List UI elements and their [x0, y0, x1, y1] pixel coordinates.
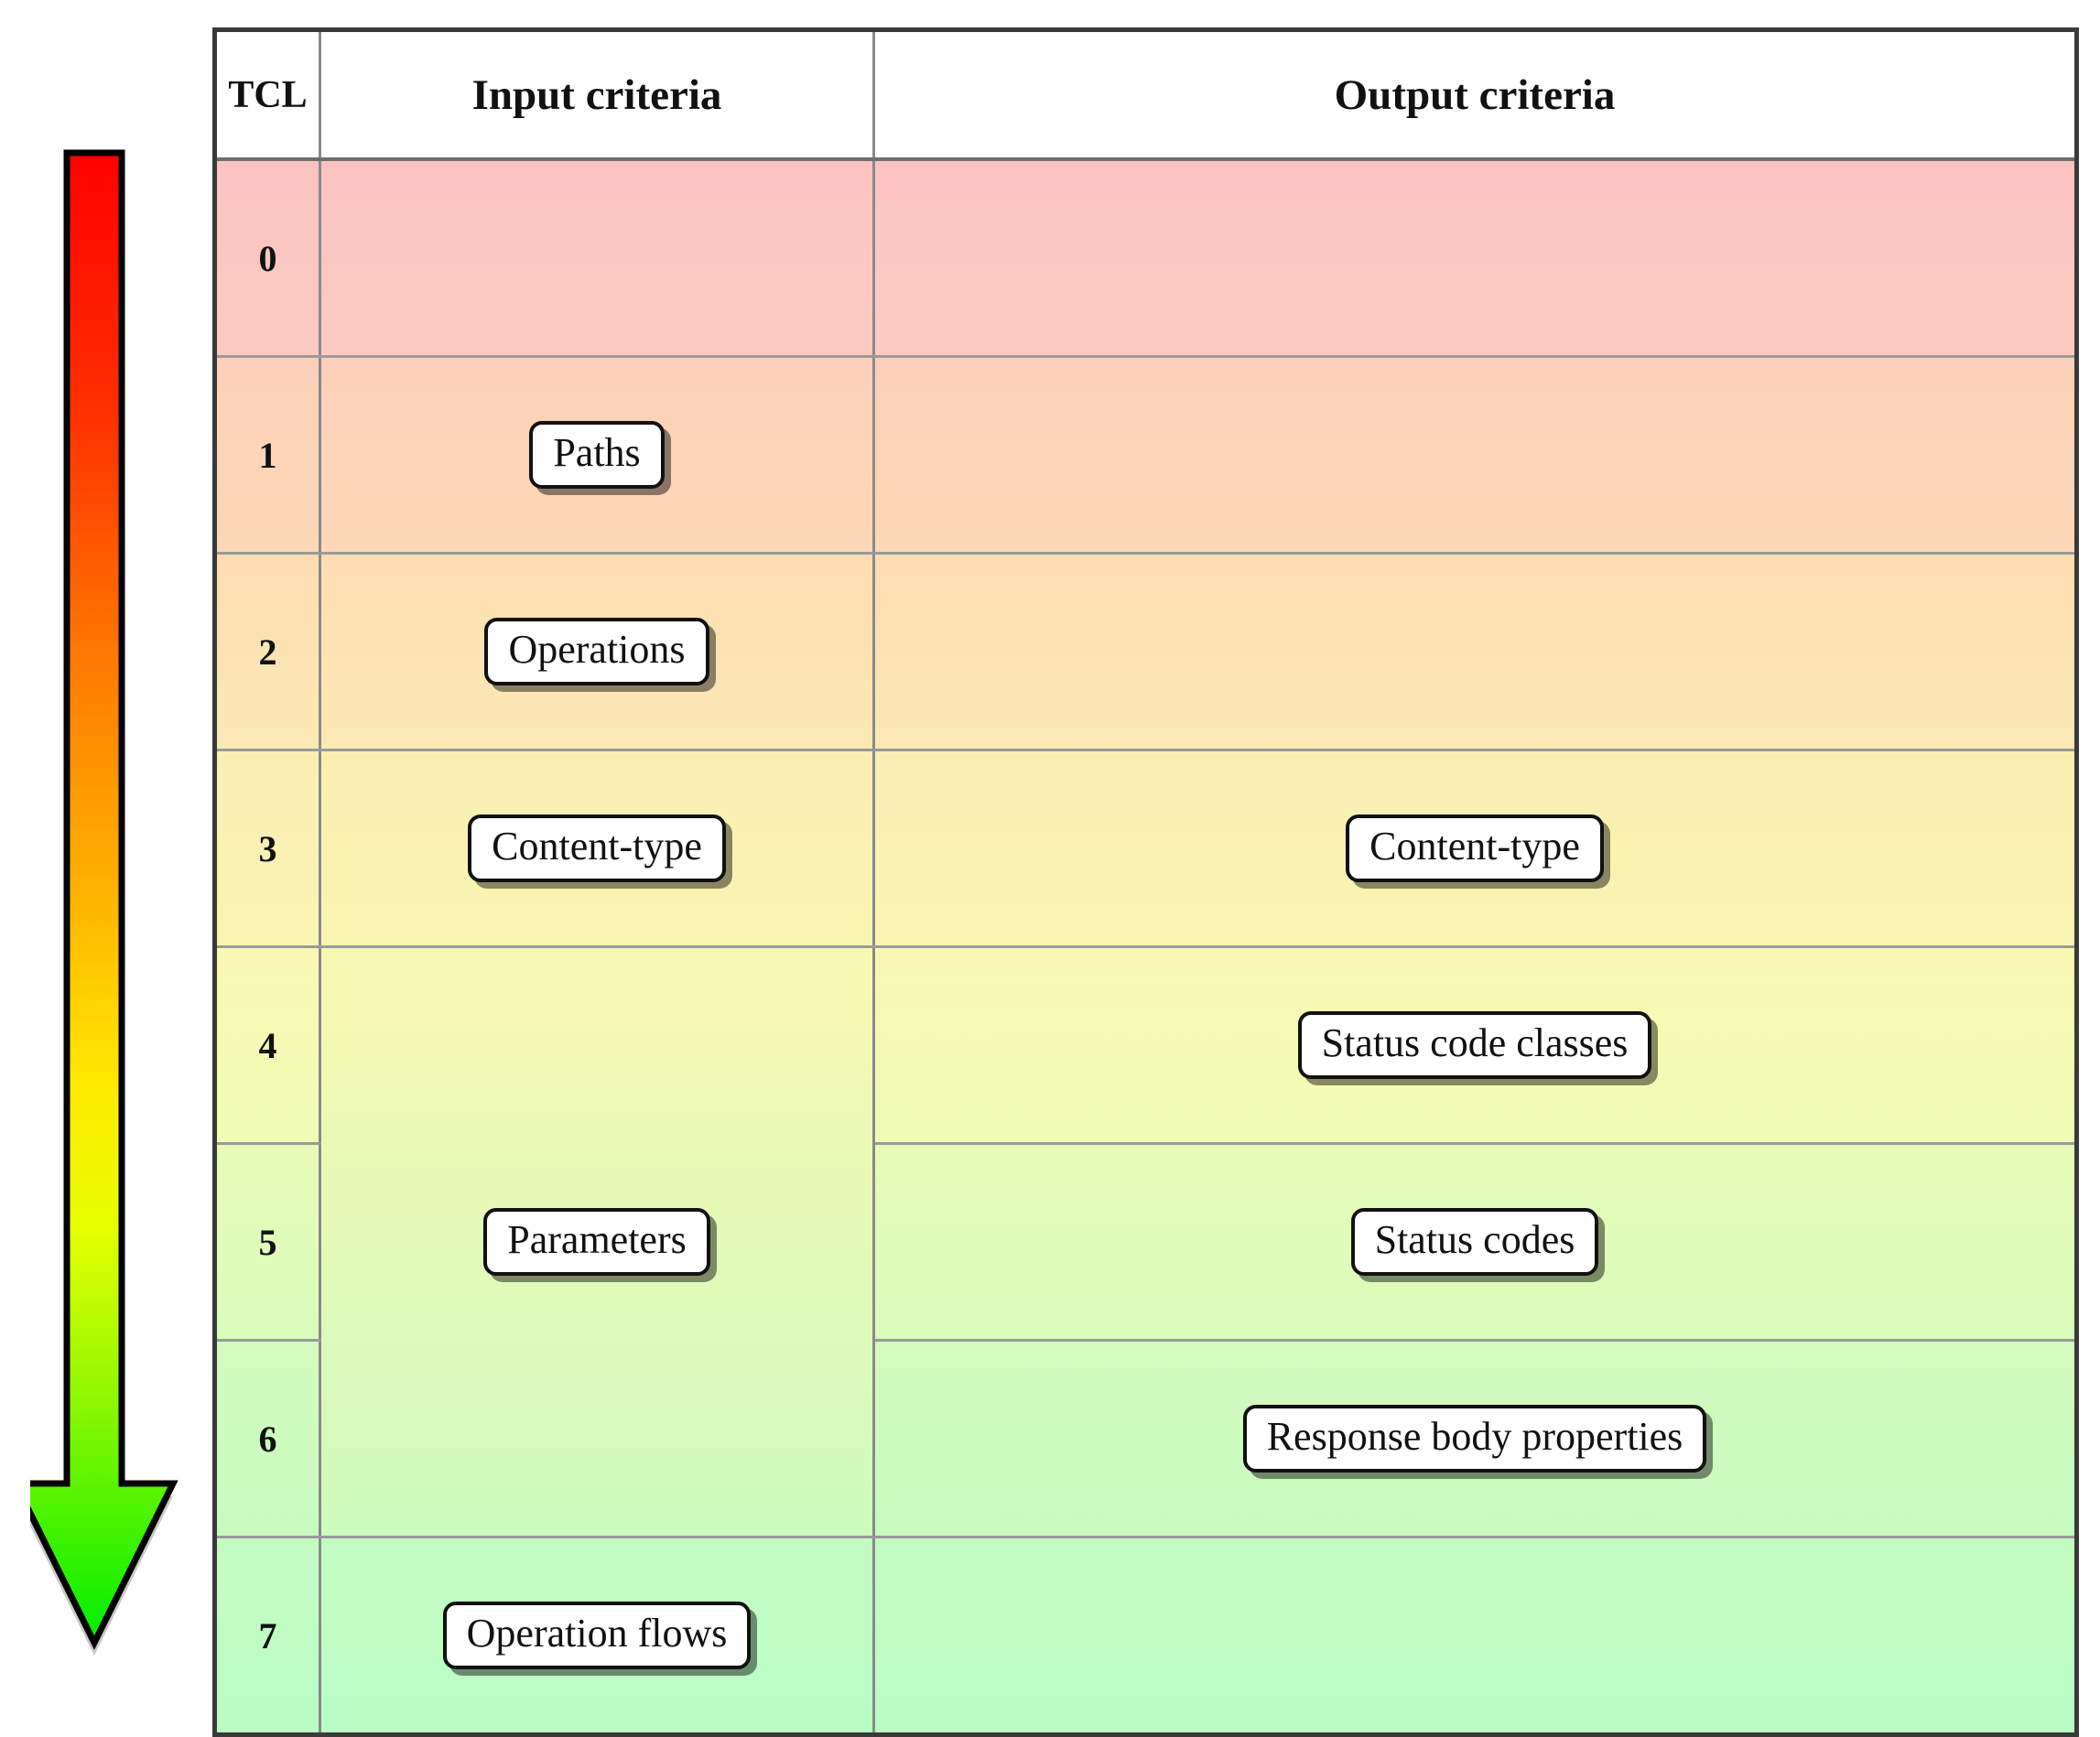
criteria-chip-response-body-properties: Response body properties	[1242, 1405, 1707, 1473]
table-header-row: TCL Input criteria Output criteria	[214, 29, 2077, 161]
tcl-criteria-table: TCL Input criteria Output criteria 0 1 P…	[212, 27, 2079, 1737]
severity-gradient-arrow	[30, 149, 186, 1678]
tcl-level: 7	[214, 1537, 321, 1735]
table-row: 0	[214, 159, 2077, 358]
criteria-chip-parameters: Parameters	[483, 1208, 710, 1276]
input-criteria-cell	[319, 159, 875, 358]
output-criteria-cell	[873, 159, 2077, 358]
tcl-level: 0	[214, 159, 321, 358]
table-row: 2 Operations	[214, 553, 2077, 751]
tcl-level: 5	[214, 1143, 321, 1342]
output-criteria-cell	[874, 1537, 2077, 1735]
criteria-chip-input-content-type: Content-type	[468, 815, 726, 882]
table-row: 4 Parameters Status code classes	[214, 946, 2077, 1538]
tcl-level: 3	[214, 750, 321, 948]
table-row: 3 Content-type Content-type	[214, 750, 2077, 948]
input-criteria-cell: Operations	[319, 553, 875, 751]
table-row: 7 Operation flows	[214, 1537, 2077, 1735]
header-input: Input criteria	[319, 29, 875, 161]
arrow-icon	[30, 149, 179, 1656]
tcl-level: 2	[214, 553, 321, 751]
output-criteria-cell: Status codes	[873, 1143, 2077, 1342]
output-criteria-cell	[873, 356, 2077, 555]
output-criteria-cell	[873, 553, 2077, 751]
criteria-chip-paths: Paths	[529, 421, 665, 489]
header-output: Output criteria	[873, 29, 2077, 161]
criteria-chip-output-content-type: Content-type	[1346, 815, 1604, 882]
header-tcl: TCL	[214, 29, 321, 161]
output-criteria-cell: Response body properties	[873, 1340, 2077, 1538]
input-criteria-cell: Paths	[319, 356, 875, 555]
criteria-chip-status-codes: Status codes	[1350, 1208, 1599, 1276]
tcl-level: 1	[214, 356, 321, 555]
input-criteria-cell-merged: Parameters	[319, 946, 875, 1538]
criteria-chip-operation-flows: Operation flows	[442, 1602, 752, 1669]
output-criteria-cell: Content-type	[873, 750, 2077, 948]
input-criteria-cell: Content-type	[319, 750, 875, 948]
table-row: 1 Paths	[214, 356, 2077, 555]
criteria-chip-status-code-classes: Status code classes	[1297, 1011, 1652, 1079]
input-criteria-cell: Operation flows	[319, 1537, 875, 1735]
tcl-level: 4	[214, 946, 321, 1145]
criteria-chip-operations: Operations	[484, 618, 709, 685]
output-criteria-cell: Status code classes	[873, 946, 2077, 1145]
tcl-level: 6	[214, 1340, 321, 1538]
